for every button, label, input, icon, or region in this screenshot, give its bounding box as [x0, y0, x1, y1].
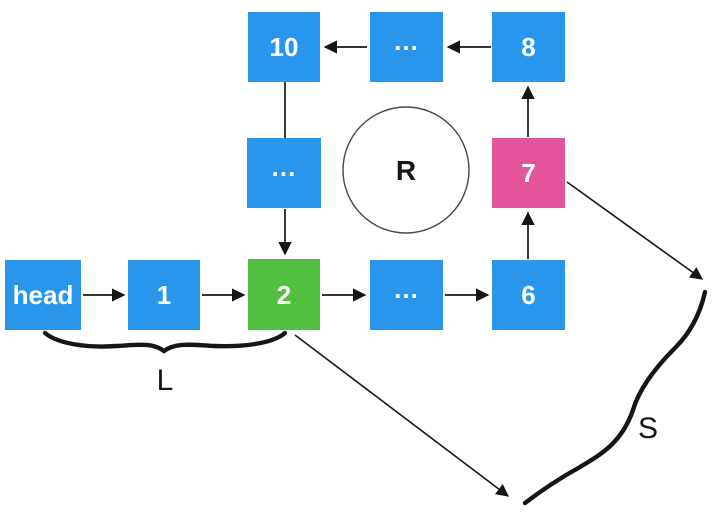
- node-8: 8: [492, 12, 565, 82]
- node-2: 2: [248, 259, 320, 330]
- node-head: head: [5, 260, 81, 330]
- node-1-label: 1: [156, 280, 172, 310]
- braces: [42, 289, 708, 506]
- annotation-arrows: [294, 181, 704, 497]
- ring-label: R: [395, 155, 417, 186]
- node-2-label: 2: [276, 279, 292, 310]
- node-ellipsis-top: ...: [370, 12, 443, 82]
- node-10: 10: [248, 12, 320, 82]
- node-ellipsis-bottom: ...: [370, 260, 443, 330]
- node-10-label: 10: [269, 32, 299, 62]
- brace-L-label: L: [156, 364, 174, 397]
- node-6: 6: [492, 260, 565, 330]
- node-7-label: 7: [521, 158, 536, 188]
- node-ellipsis-bottom-label: ...: [394, 274, 419, 304]
- brace-S-label: S: [637, 412, 659, 445]
- node-8-label: 8: [521, 32, 536, 62]
- node-head-label: head: [12, 280, 74, 310]
- brace-L: [42, 330, 288, 354]
- node-1: 1: [128, 260, 200, 330]
- node-ellipsis-left-label: ...: [271, 152, 297, 182]
- ring-circle: [342, 106, 470, 234]
- arrow-2-to-s-brace: [294, 334, 510, 497]
- arrow-7-to-s-brace: [566, 181, 704, 280]
- node-ellipsis-left: ...: [247, 138, 321, 208]
- node-7: 7: [492, 138, 565, 208]
- brace-S: [522, 289, 708, 506]
- node-6-label: 6: [521, 280, 536, 310]
- node-ellipsis-top-label: ...: [394, 26, 419, 56]
- list-arrows: [83, 40, 535, 302]
